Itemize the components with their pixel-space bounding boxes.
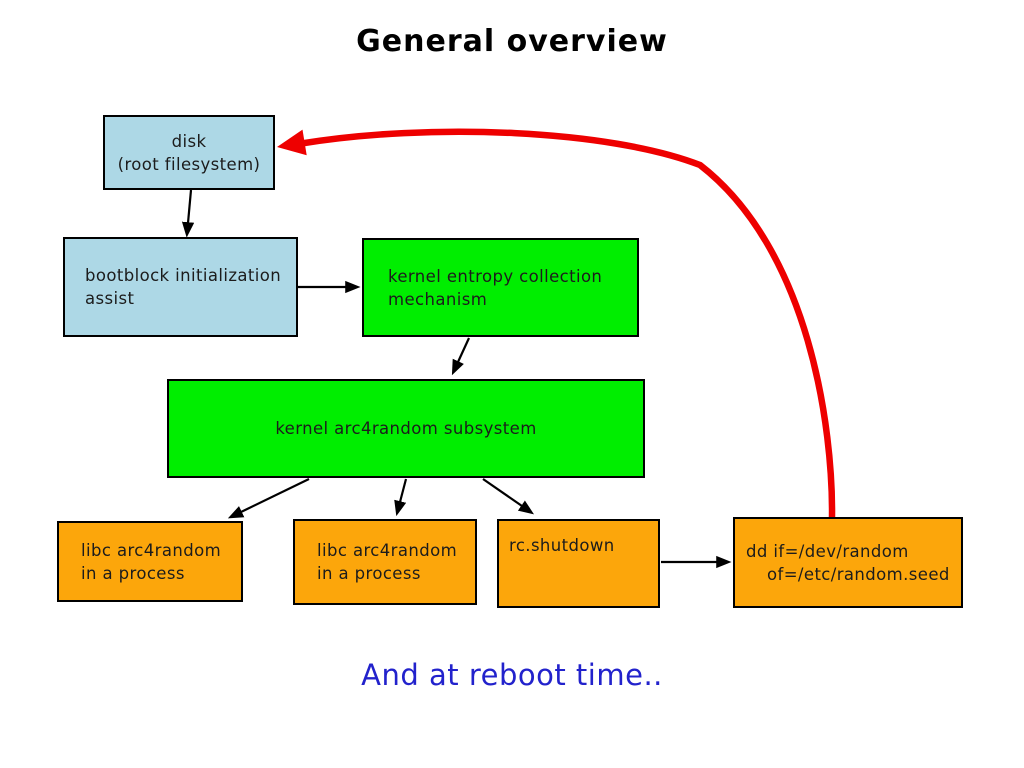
node-bootblock: bootblock initialization assist xyxy=(63,237,298,337)
node-libc-process-1-line1: libc arc4random xyxy=(81,540,222,560)
footer-note: And at reboot time.. xyxy=(361,658,663,692)
arrow-arc4-to-libc2 xyxy=(394,478,408,517)
node-entropy-line2: mechanism xyxy=(388,289,488,309)
node-arc4random-line1: kernel arc4random subsystem xyxy=(275,419,537,438)
node-libc-process-2-line2: in a process xyxy=(317,564,421,583)
node-dd-seed-line2: of=/etc/random.seed xyxy=(767,564,950,584)
node-libc-process-1: libc arc4random in a process xyxy=(57,521,243,602)
node-libc-process-2: libc arc4random in a process xyxy=(293,519,477,605)
node-libc-process-2-line1: libc arc4random xyxy=(317,541,458,560)
node-disk: disk (root filesystem) xyxy=(103,115,275,190)
node-entropy: kernel entropy collection mechanism xyxy=(362,238,639,337)
node-rc-shutdown-line1: rc.shutdown xyxy=(509,536,615,555)
node-bootblock-line2: assist xyxy=(85,289,135,308)
node-bootblock-line1: bootblock initialization xyxy=(85,266,282,285)
node-dd-seed: dd if=/dev/random of=/etc/random.seed xyxy=(733,517,963,608)
node-disk-line1: disk xyxy=(171,131,207,151)
arrow-entropy-to-arc4 xyxy=(451,337,470,376)
arrow-arc4-to-rcshutdown xyxy=(482,478,535,515)
arrow-disk-to-bootblock xyxy=(181,189,195,238)
node-entropy-line1: kernel entropy collection xyxy=(388,266,603,286)
arrow-arc4-to-libc1 xyxy=(227,478,310,519)
node-libc-process-1-line2: in a process xyxy=(81,563,185,583)
red-arrowhead xyxy=(277,129,307,156)
node-dd-seed-line1: dd if=/dev/random xyxy=(746,541,909,561)
node-rc-shutdown: rc.shutdown xyxy=(497,519,660,608)
node-arc4random: kernel arc4random subsystem xyxy=(167,379,645,478)
slide-title: General overview xyxy=(356,24,668,59)
node-disk-line2: (root filesystem) xyxy=(117,154,261,174)
red-curve-dd-to-disk xyxy=(294,128,836,521)
